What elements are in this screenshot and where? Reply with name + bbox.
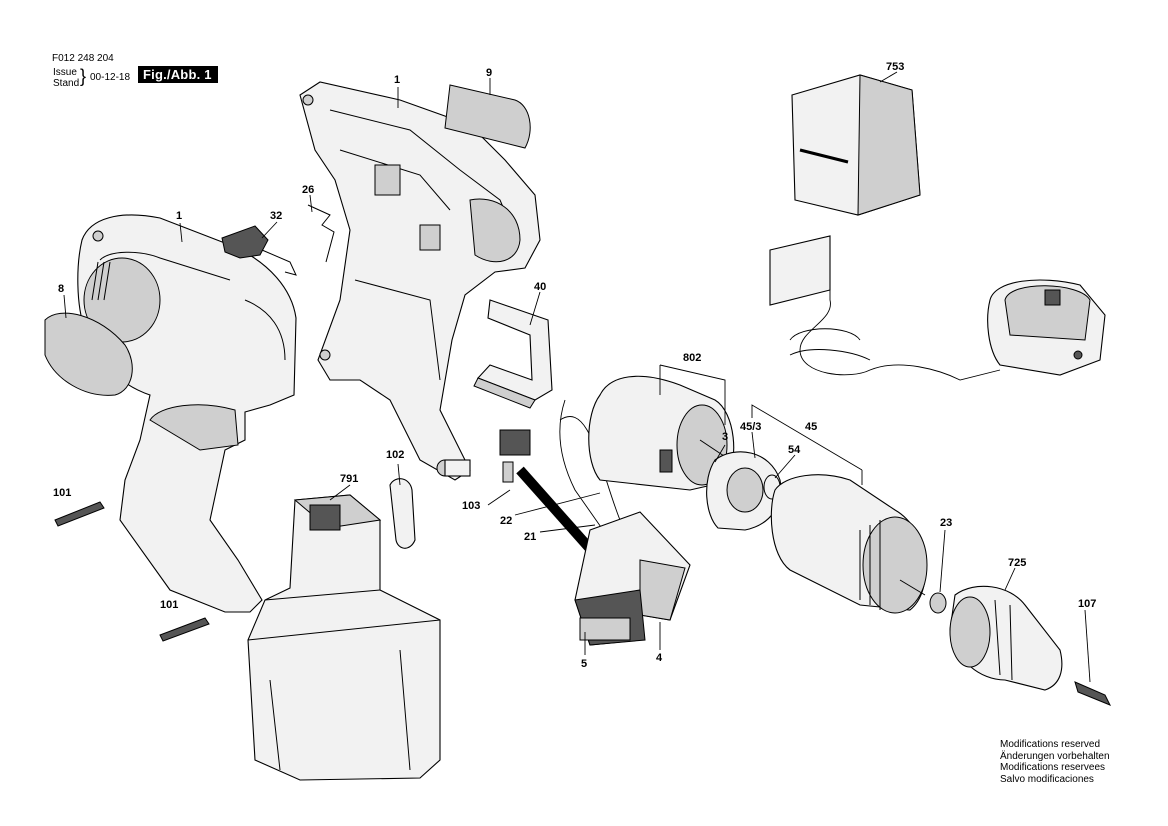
battery-pack-shape — [247, 494, 441, 781]
part-label-40: 40 — [534, 281, 546, 293]
issue-label: Issue — [53, 67, 77, 78]
housing-screw-lower-shape — [159, 617, 210, 642]
part-label-45: 45 — [805, 421, 817, 433]
chuck-shape — [949, 585, 1063, 691]
washer-shape — [929, 592, 947, 614]
part-label-103: 103 — [462, 500, 480, 512]
part-label-45-3: 45/3 — [740, 421, 761, 433]
contact-clip-shape — [389, 478, 416, 549]
switch-lock-shape — [221, 225, 269, 259]
part-label-26: 26 — [302, 184, 314, 196]
terminal-shape — [499, 429, 531, 456]
doc-number: F012 248 204 — [52, 53, 114, 64]
part-label-791: 791 — [340, 473, 358, 485]
part-label-21: 21 — [524, 531, 536, 543]
part-label-1-left: 1 — [176, 210, 182, 222]
note-en: Modifications reserved — [1000, 739, 1101, 750]
brace-glyph: } — [80, 66, 87, 86]
part-label-107: 107 — [1078, 598, 1096, 610]
part-label-22: 22 — [500, 515, 512, 527]
housing-screw-upper-shape — [54, 501, 105, 527]
part-label-32: 32 — [270, 210, 282, 222]
switch-shape — [574, 511, 691, 646]
part-label-101-lower: 101 — [160, 599, 178, 611]
note-es: Salvo modificaciones — [1000, 773, 1094, 785]
cable-shape — [559, 399, 611, 541]
chuck-screw-shape — [1074, 681, 1112, 706]
nameplate-left-shape — [44, 312, 133, 396]
gearbox-shape — [770, 474, 928, 614]
charger-shape — [769, 74, 1106, 381]
bracket-shape — [477, 299, 553, 401]
part-label-9: 9 — [486, 67, 492, 79]
housing-right-shape — [299, 81, 541, 481]
housing-left-shape — [77, 214, 297, 613]
modification-notes: Modifications reserved Änderungen vorbeh… — [1000, 739, 1110, 785]
part-label-753: 753 — [886, 61, 904, 73]
spring-shape — [307, 204, 335, 263]
issue-date: 00-12-18 — [90, 72, 131, 83]
part-label-23: 23 — [940, 517, 952, 529]
part-label-1-right: 1 — [394, 74, 400, 86]
cover-plate-shape — [444, 84, 531, 149]
part-labels: 1 1 9 26 32 8 40 802 3 45/3 45 54 102 79… — [53, 61, 1096, 670]
part-label-5: 5 — [581, 658, 587, 670]
part-label-101-upper: 101 — [53, 487, 71, 499]
part-label-802: 802 — [683, 352, 701, 364]
note-fr: Modifications reservees — [1000, 762, 1106, 773]
part-label-8: 8 — [58, 283, 64, 295]
part-label-725: 725 — [1008, 557, 1026, 569]
note-de: Änderungen vorbehalten — [1000, 750, 1110, 762]
figure-label: Fig./Abb. 1 — [138, 66, 218, 83]
stand-label: Stand — [53, 78, 80, 89]
leader-lines — [63, 71, 1091, 683]
part-label-102: 102 — [386, 449, 404, 461]
part-label-3: 3 — [722, 431, 728, 443]
part-label-4: 4 — [656, 652, 663, 664]
part-label-54: 54 — [788, 444, 801, 456]
